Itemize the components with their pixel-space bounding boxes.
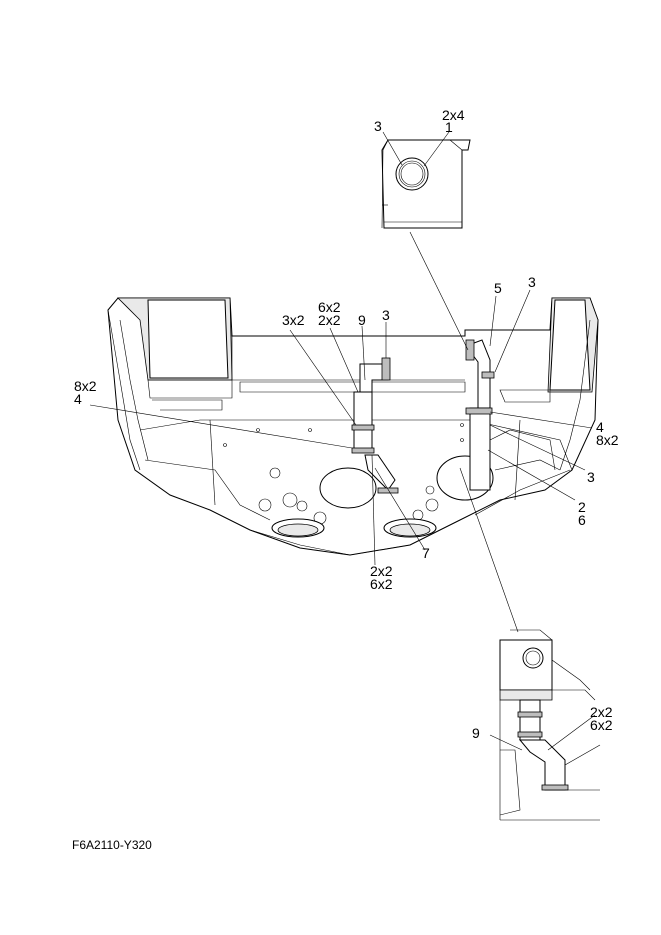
drawing-code: F6A2110-Y320 <box>72 838 152 852</box>
callout-5: 5 <box>494 280 502 296</box>
callout-7: 7 <box>422 545 430 561</box>
callout-2x2-a: 2x2 <box>318 312 341 328</box>
callout-detail-6x2: 6x2 <box>590 717 613 733</box>
callout-6x2-b: 6x2 <box>370 576 393 592</box>
hose-opening-top <box>395 157 429 191</box>
callout-3x2: 3x2 <box>282 312 305 328</box>
callout-3-mid: 3 <box>382 307 390 323</box>
callout-9: 9 <box>358 312 366 328</box>
callout-2: 2 <box>578 499 586 515</box>
callout-3-right: 3 <box>528 274 536 290</box>
callout-6x2: 6x2 <box>318 299 341 315</box>
callout-top-1: 1 <box>445 119 453 135</box>
callout-top-2x4: 2x4 <box>442 107 465 123</box>
callout-4-left: 4 <box>74 391 82 407</box>
top-detail-view <box>381 139 471 229</box>
hull-main-view <box>107 297 599 556</box>
bottom-detail-view <box>499 629 601 821</box>
callout-2x2-b: 2x2 <box>370 563 393 579</box>
callout-detail-2x2: 2x2 <box>590 704 613 720</box>
leader-lines <box>89 131 596 751</box>
callout-detail-9: 9 <box>472 725 480 741</box>
callout-6: 6 <box>578 512 586 528</box>
callout-8x2-left: 8x2 <box>74 378 97 394</box>
callout-3-lower: 3 <box>587 469 595 485</box>
callout-top-3: 3 <box>374 118 382 134</box>
callout-labels: 3 2x4 1 5 3 6x2 2x2 3x2 9 3 8x2 4 4 8x2 … <box>74 107 619 741</box>
callout-4-right: 4 <box>596 419 604 435</box>
callout-8x2-right: 8x2 <box>596 432 619 448</box>
